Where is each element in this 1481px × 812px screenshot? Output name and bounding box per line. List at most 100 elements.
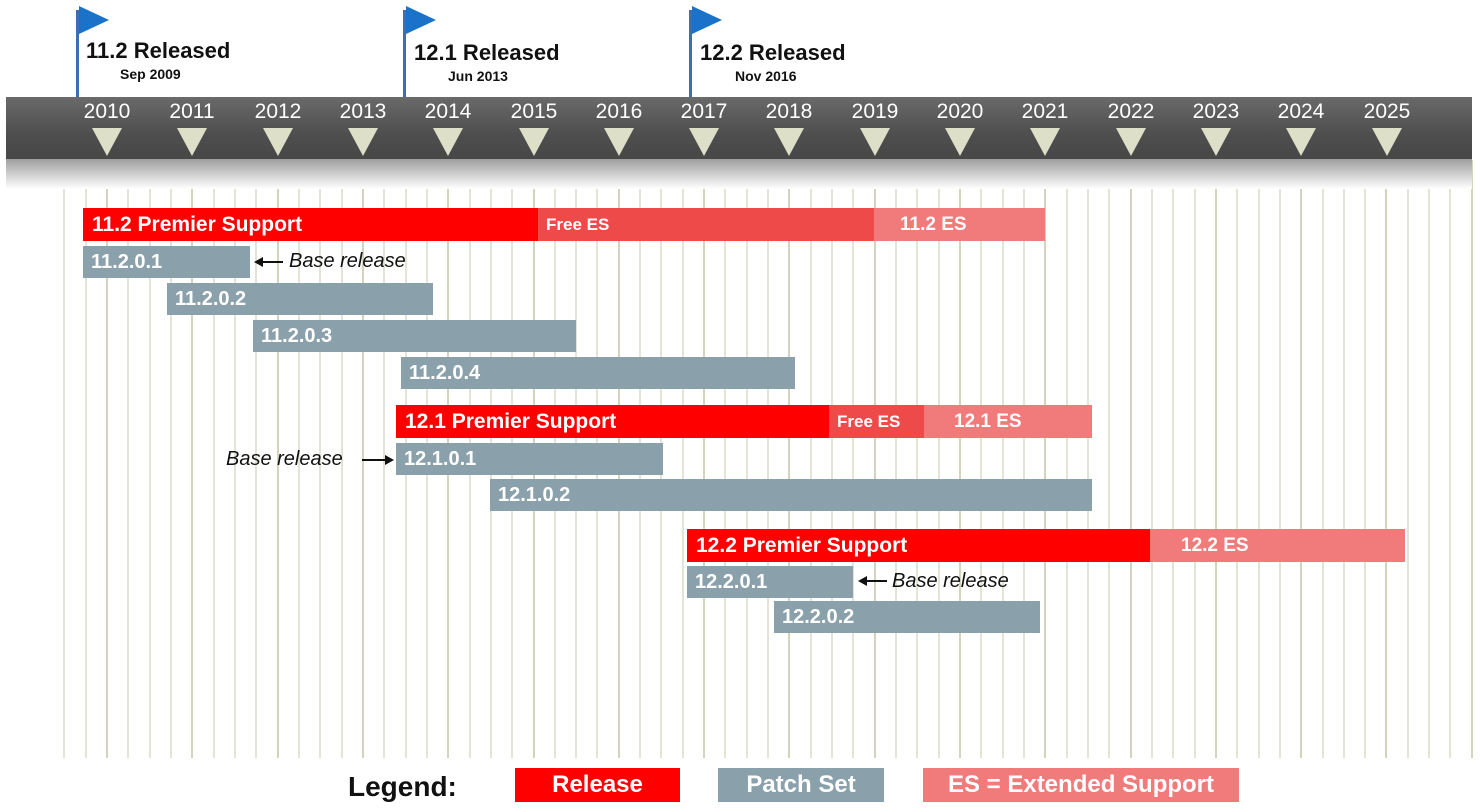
- gridline: [1428, 160, 1430, 758]
- legend-patch-set: Patch Set: [718, 768, 884, 802]
- gridline: [1087, 160, 1089, 758]
- gridline: [1194, 160, 1196, 758]
- year-label: 2012: [254, 100, 302, 123]
- arrow-line: [865, 580, 887, 582]
- flag-pole-122: [689, 10, 692, 98]
- year-label: 2020: [936, 100, 984, 123]
- gridline: [1215, 160, 1217, 758]
- year-marker-icon: [1116, 128, 1146, 156]
- legend-release: Release: [515, 768, 680, 802]
- base-release-annotation-11-2: Base release: [289, 250, 406, 272]
- extended-support-label-12-1: 12.1 ES: [954, 410, 1022, 432]
- extended-support-label-11-2: 11.2 ES: [900, 213, 967, 235]
- release-label-11-2: 11.2 Premier Support: [92, 212, 303, 236]
- arrow-left-icon: [254, 257, 263, 267]
- arrow-right-icon: [385, 455, 394, 465]
- gridline: [85, 160, 87, 758]
- extended-support-bar-12-1: 12.1 ES: [924, 405, 1092, 438]
- release-bar-12-2: 12.2 Premier Support: [687, 529, 1150, 562]
- year-marker-icon: [1372, 128, 1402, 156]
- gridline: [1023, 160, 1025, 758]
- patch-bar-12-2-0-2: 12.2.0.2: [774, 601, 1040, 633]
- flag-pole-121: [403, 10, 406, 98]
- year-label: 2019: [851, 100, 899, 123]
- gridline: [724, 160, 726, 758]
- patch-bar-11-2-0-2: 11.2.0.2: [167, 283, 433, 315]
- legend-title: Legend:: [348, 771, 457, 802]
- gridline: [1044, 160, 1046, 758]
- year-marker-icon: [92, 128, 122, 156]
- year-label: 2016: [595, 100, 643, 123]
- gridline: [852, 160, 854, 758]
- year-marker-icon: [1201, 128, 1231, 156]
- year-marker-icon: [519, 128, 549, 156]
- gridline: [234, 160, 236, 758]
- legend-extended-support: ES = Extended Support: [923, 768, 1239, 802]
- year-marker-icon: [263, 128, 293, 156]
- year-label: 2022: [1107, 100, 1155, 123]
- flag-122-icon: [692, 6, 722, 34]
- patch-label-12-1-0-2: 12.1.0.2: [498, 483, 571, 506]
- gridline: [319, 160, 321, 758]
- gridline: [1343, 160, 1345, 758]
- timeline-band: [6, 97, 1472, 159]
- gridline: [1300, 160, 1302, 758]
- base-release-annotation-12-1: Base release: [226, 448, 343, 470]
- year-label: 2011: [169, 100, 215, 123]
- year-label: 2023: [1192, 100, 1240, 123]
- milestone-date-112: Sep 2009: [120, 66, 181, 82]
- gridline: [1471, 160, 1473, 758]
- gridline: [895, 160, 897, 758]
- year-marker-icon: [177, 128, 207, 156]
- gridline: [277, 160, 279, 758]
- gridline: [1236, 160, 1238, 758]
- legend-release-label: Release: [552, 771, 643, 798]
- gridline: [1322, 160, 1324, 758]
- release-label-12-1: 12.1 Premier Support: [405, 409, 617, 433]
- gridline: [1151, 160, 1153, 758]
- year-label: 2021: [1021, 100, 1069, 123]
- gridline: [341, 160, 343, 758]
- release-bar-12-1: 12.1 Premier Support: [396, 405, 829, 438]
- year-marker-icon: [774, 128, 804, 156]
- flag-112-icon: [79, 6, 109, 34]
- gridline: [682, 160, 684, 758]
- patch-label-11-2-0-2: 11.2.0.2: [175, 287, 247, 310]
- gridline: [1407, 160, 1409, 758]
- gridline: [191, 160, 193, 758]
- year-marker-icon: [945, 128, 975, 156]
- year-marker-icon: [433, 128, 463, 156]
- gridline: [810, 160, 812, 758]
- legend-extended-support-label: ES = Extended Support: [947, 771, 1215, 798]
- milestone-date-121: Jun 2013: [448, 68, 508, 84]
- gridline: [1066, 160, 1068, 758]
- gridline: [127, 160, 129, 758]
- patch-label-11-2-0-4: 11.2.0.4: [409, 361, 481, 384]
- year-label: 2017: [680, 100, 728, 123]
- gridline: [916, 160, 918, 758]
- gridline: [1364, 160, 1366, 758]
- patch-bar-11-2-0-1: 11.2.0.1: [83, 246, 250, 278]
- year-label: 2025: [1363, 100, 1411, 123]
- year-marker-icon: [1030, 128, 1060, 156]
- timeline-band-shadow: [6, 159, 1472, 189]
- free-es-bar-11-2: Free ES: [538, 208, 874, 241]
- gridline: [1002, 160, 1004, 758]
- free-es-label-11-2: Free ES: [546, 214, 610, 234]
- gridline: [831, 160, 833, 758]
- gridline: [170, 160, 172, 758]
- patch-bar-11-2-0-4: 11.2.0.4: [401, 357, 795, 389]
- flag-121-icon: [406, 6, 436, 34]
- gridline: [1172, 160, 1174, 758]
- gridline: [1449, 160, 1451, 758]
- year-label: 2018: [765, 100, 813, 123]
- year-marker-icon: [860, 128, 890, 156]
- arrow-line: [362, 459, 387, 461]
- year-marker-icon: [1286, 128, 1316, 156]
- gridline: [106, 160, 108, 758]
- release-bar-11-2: 11.2 Premier Support: [83, 208, 538, 241]
- gridline: [1258, 160, 1260, 758]
- year-marker-icon: [689, 128, 719, 156]
- gridline: [298, 160, 300, 758]
